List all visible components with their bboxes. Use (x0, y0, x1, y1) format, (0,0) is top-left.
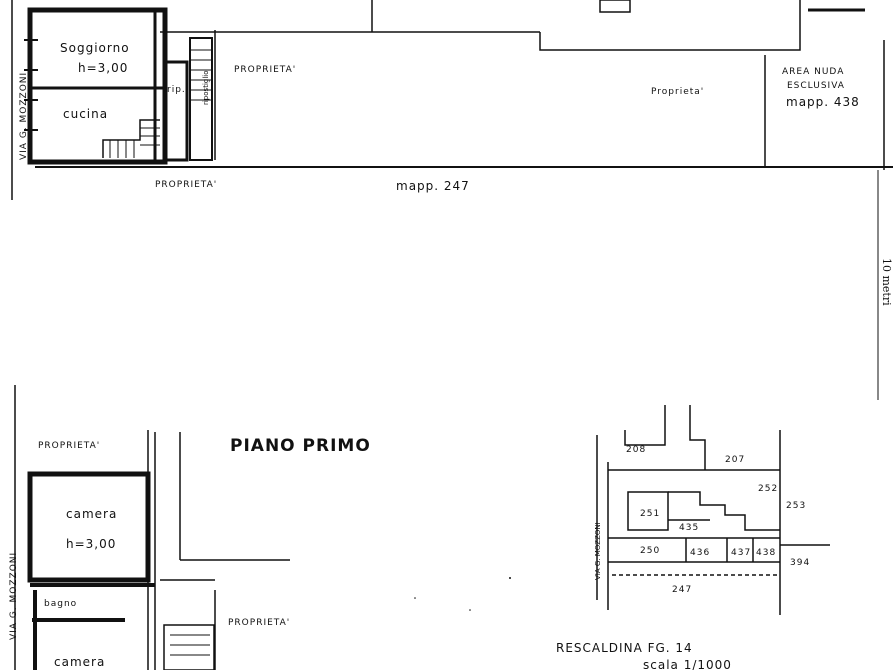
room-height-label: h=3,00 (66, 537, 116, 551)
room-label-cucina: cucina (63, 107, 108, 121)
rip-label: rip. (167, 85, 186, 95)
ground-floor-plan: Soggiorno h=3,00 cucina rip. ripostiglio… (11, 0, 893, 200)
house-walls (27, 7, 168, 165)
scale-bar: 10 metri (877, 170, 893, 400)
map-caption: RESCALDINA FG. 14 (556, 641, 693, 655)
parcel-label: 436 (690, 548, 710, 558)
proprieta-label: PROPRIETA' (228, 618, 290, 628)
parcel-label: 251 (640, 509, 660, 519)
parcel-label: 207 (725, 455, 745, 465)
proprieta-label: PROPRIETA' (38, 441, 100, 451)
proprieta-label: PROPRIETA' (155, 180, 217, 190)
room-label-bagno: bagno (44, 599, 77, 609)
parcel-label: 438 (756, 548, 776, 558)
proprieta-label: Proprieta' (651, 87, 704, 97)
parcel-label: 247 (672, 585, 692, 595)
cadastral-map: 208 207 252 253 251 435 250 436 437 438 … (556, 405, 830, 670)
stair-steps (190, 49, 212, 101)
first-floor-plan: PIANO PRIMO PROPRIETA' PROPRIETA' VIA G.… (9, 385, 371, 670)
parcel-label: 253 (786, 501, 806, 511)
street-label: VIA G. MOZZONI (19, 72, 29, 160)
parcel-label: 252 (758, 484, 778, 494)
street-label: VIA G. MOZZONI (9, 552, 19, 640)
area-label-line2: ESCLUSIVA (787, 81, 845, 91)
storage-room (163, 60, 189, 162)
stair-icon (102, 119, 160, 158)
stairwell (163, 624, 215, 670)
first-floor-title: PIANO PRIMO (230, 436, 371, 456)
stairwell (189, 37, 213, 161)
room-walls-camera (27, 471, 151, 583)
parcel-label: 435 (679, 523, 699, 533)
parcel-label: 208 (626, 445, 646, 455)
area-label-line3: mapp. 438 (786, 95, 860, 109)
room-label-camera-2: camera (54, 655, 105, 669)
proprieta-label: PROPRIETA' (234, 65, 296, 75)
parcel-label: 437 (731, 548, 751, 558)
room-label-soggiorno: Soggiorno (60, 41, 130, 55)
parcel-label: 394 (790, 558, 810, 568)
map-scale: scala 1/1000 (643, 658, 732, 670)
parcel-label: 250 (640, 546, 660, 556)
room-label-camera: camera (66, 507, 117, 521)
mapp-label: mapp. 247 (396, 179, 470, 193)
stair-label: ripostiglio (202, 70, 210, 105)
scale-label: 10 metri (880, 258, 893, 306)
street-label: VIA G. MOZZONI (594, 522, 602, 580)
room-height-label: h=3,00 (78, 61, 128, 75)
parcel-251 (627, 491, 669, 531)
area-label-line1: AREA NUDA (782, 67, 844, 77)
